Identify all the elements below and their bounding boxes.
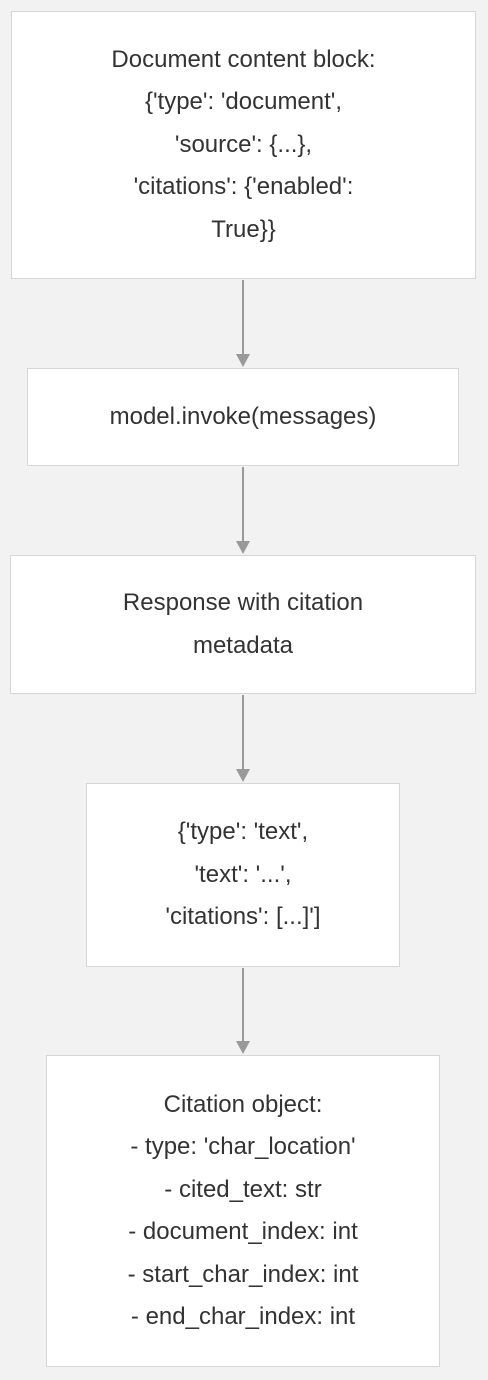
node-line: Document content block: xyxy=(111,45,376,73)
node-line: {'type': 'text', xyxy=(177,818,309,846)
node-line: {'type': 'document', xyxy=(144,88,343,116)
node-line: - end_char_index: int xyxy=(130,1303,356,1330)
edge-document-to-invoke xyxy=(236,280,250,367)
text-block-node: {'type': 'text', 'text': '...', 'citations… xyxy=(86,783,400,967)
document-content-block-label: Document content block: {'type': 'documen… xyxy=(111,39,375,252)
citation-object-label: Citation object: - type: 'char_location' -… xyxy=(128,1084,359,1339)
node-line: metadata xyxy=(192,631,294,659)
document-content-block-node: Document content block: {'type': 'documen… xyxy=(11,11,476,279)
node-line: 'citations': [...]'] xyxy=(165,903,321,931)
node-line: Response with citation xyxy=(122,589,364,616)
node-line: 'source': {...}, xyxy=(174,130,313,158)
node-line: Citation object: xyxy=(163,1090,323,1118)
model-invoke-label: model.invoke(messages) xyxy=(110,396,377,439)
edge-text-block-to-citation xyxy=(236,968,250,1054)
node-line: - start_char_index: int xyxy=(127,1260,359,1288)
node-line: model.invoke(messages) xyxy=(109,402,377,430)
edge-response-to-text-block xyxy=(236,695,250,782)
node-line: - cited_text: str xyxy=(164,1175,322,1203)
node-line: 'text': '...', xyxy=(194,860,292,888)
node-line: - document_index: int xyxy=(128,1218,358,1245)
node-line: 'citations': {'enabled': xyxy=(133,173,354,201)
response-label: Response with citation metadata xyxy=(123,582,363,667)
text-block-label: {'type': 'text', 'text': '...', 'citations… xyxy=(165,811,320,939)
model-invoke-node: model.invoke(messages) xyxy=(27,368,459,466)
node-line: True}} xyxy=(211,215,276,243)
node-line: - type: 'char_location' xyxy=(130,1133,356,1160)
edge-invoke-to-response xyxy=(236,467,250,554)
response-node: Response with citation metadata xyxy=(10,555,476,694)
citation-object-node: Citation object: - type: 'char_location' -… xyxy=(46,1055,440,1367)
